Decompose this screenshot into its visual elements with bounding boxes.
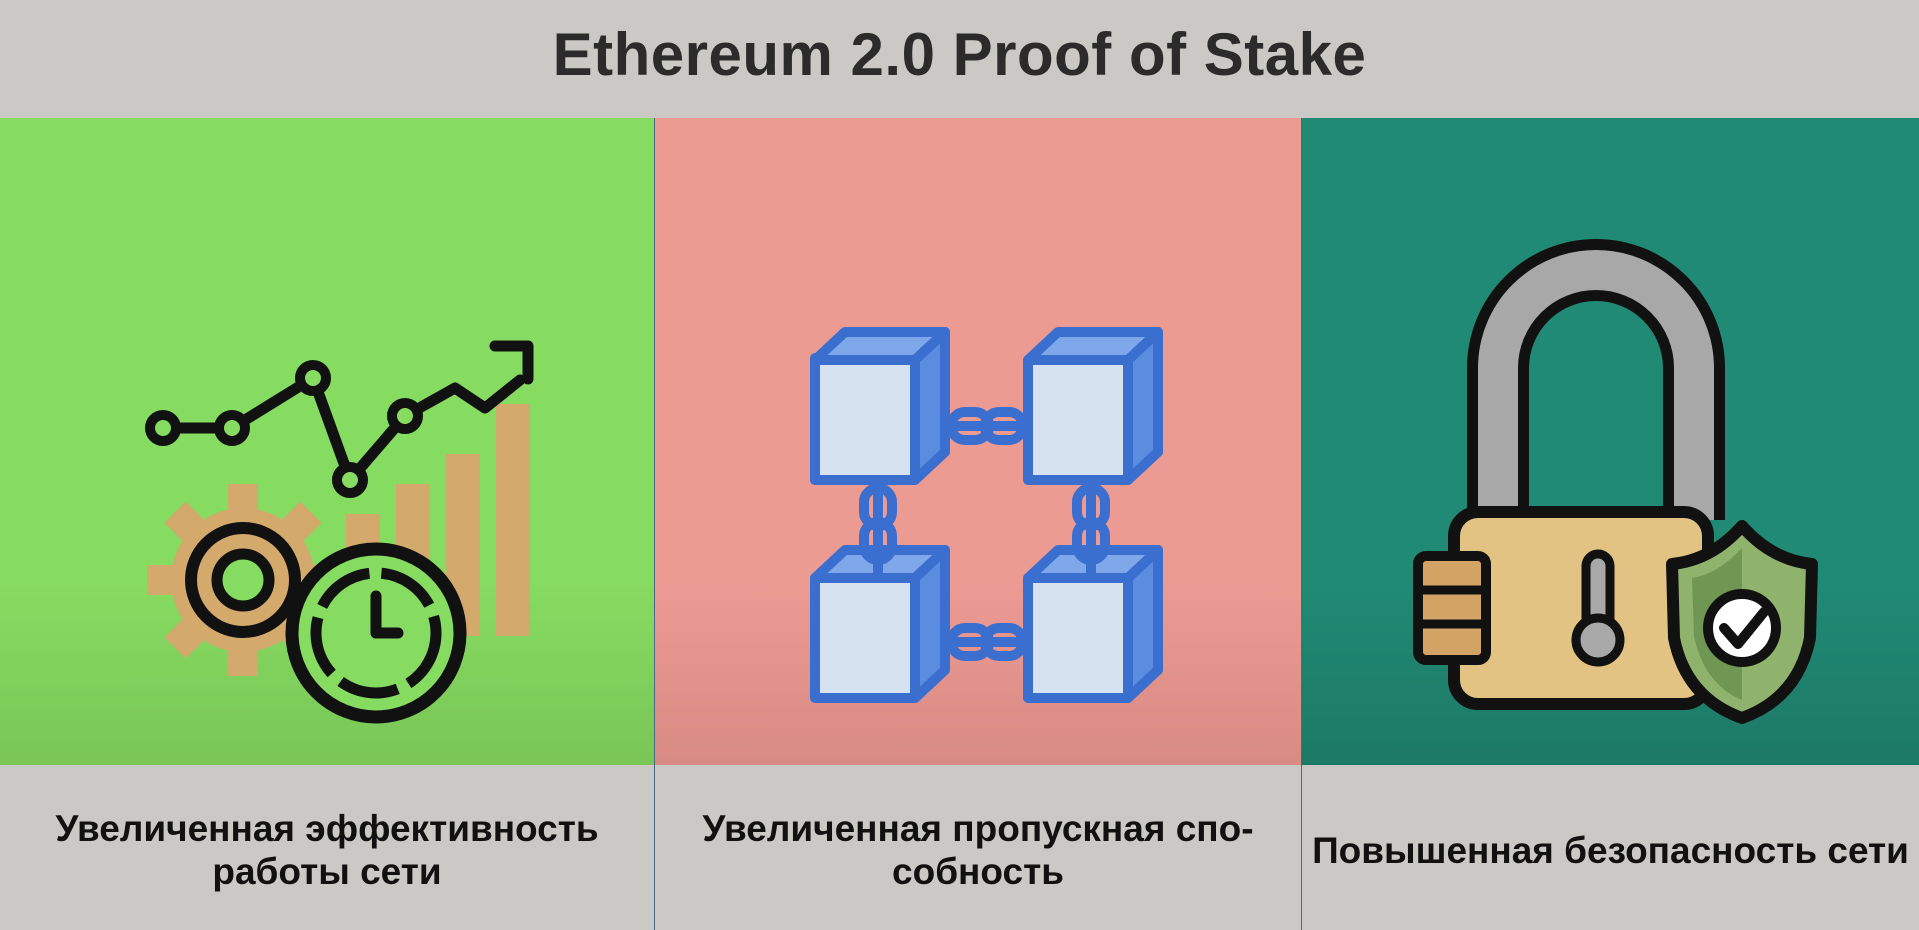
panel-efficiency [0,118,654,765]
page-title: Ethereum 2.0 Proof of Stake [552,20,1367,88]
panel-security [1302,118,1919,765]
title-bar: Ethereum 2.0 Proof of Stake [0,0,1919,118]
caption-throughput: Увеличенная пропускная спо-собность [702,808,1254,892]
divider [654,118,655,930]
padlock-shield-icon [1413,239,1818,724]
caption-efficiency: Увеличенная эффективность работы сети [55,808,599,892]
panel-throughput [655,118,1301,765]
efficiency-growth-icon [145,340,534,724]
caption-security: Повышенная безопасность сети [1312,829,1909,871]
blockchain-icon [810,327,1163,703]
divider [1301,118,1302,930]
